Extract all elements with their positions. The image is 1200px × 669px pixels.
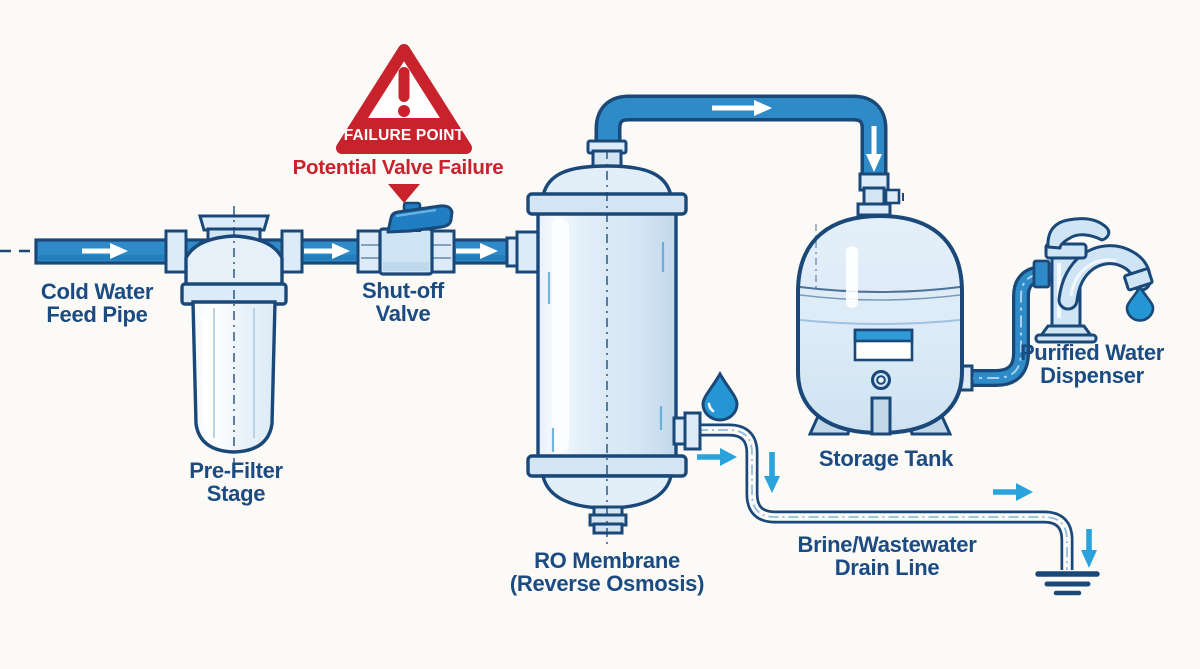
warning-triangle-icon xyxy=(336,44,472,203)
membrane-inlet-flange xyxy=(515,230,540,274)
pre-filter-right-fitting xyxy=(280,229,304,274)
faucet-drop xyxy=(1125,284,1155,322)
flow-arrow-icon xyxy=(697,448,1097,568)
label-line: Shut-off xyxy=(362,278,444,303)
label-line: Drain Line xyxy=(834,555,940,580)
pre-filter-highlight xyxy=(202,315,213,427)
tank-seam-line xyxy=(799,286,961,293)
water-drop-icon xyxy=(701,370,739,422)
pre-filter-left-fitting xyxy=(164,229,188,274)
flow-arrow-icon xyxy=(712,100,882,172)
faucet-spout-highlight xyxy=(1069,258,1117,297)
failure-point-badge-label: FAILURE POINT xyxy=(343,127,465,144)
membrane-drain-drop xyxy=(701,370,739,422)
label-line: Purified Water xyxy=(1019,340,1165,365)
membrane-accent-lines xyxy=(547,242,665,452)
label-line: RO Membrane xyxy=(534,548,680,573)
label-line: Brine/Wastewater xyxy=(797,532,977,557)
membrane-highlight xyxy=(552,218,569,452)
label-cold-water-feed-pipe: Cold Water Feed Pipe xyxy=(40,279,154,327)
label-storage-tank: Storage Tank xyxy=(819,447,953,470)
drain-line-pipe xyxy=(698,423,1100,596)
water-drop-icon xyxy=(1125,284,1155,322)
purified-water-faucet xyxy=(1032,217,1154,344)
label-line: Dispenser xyxy=(1040,363,1144,388)
tank-top-valve-ribs xyxy=(898,192,904,202)
valve-left-nut xyxy=(356,229,384,274)
drop-highlight xyxy=(707,402,715,413)
label-brine-drain-line: Brine/Wastewater Drain Line xyxy=(798,533,977,579)
tank-stand-center-tab xyxy=(870,396,892,436)
warning-caption: Potential Valve Failure xyxy=(292,156,504,179)
valve-body-shade xyxy=(383,262,429,271)
valve-handle-highlight xyxy=(395,208,437,218)
drain-pipe-dashline xyxy=(698,429,1068,570)
tank-seam-line-soft xyxy=(799,319,961,325)
label-line: Storage Tank xyxy=(818,446,954,471)
tank-top-fitting-lip xyxy=(856,202,892,217)
label-shut-off-valve: Shut-off Valve xyxy=(362,279,444,325)
label-line: Cold Water xyxy=(40,279,154,304)
label-purified-water-dispenser: Purified Water Dispenser xyxy=(1020,341,1164,387)
warning-pointer-arrow-icon xyxy=(388,184,420,203)
label-line: Stage xyxy=(206,481,266,506)
faucet-handle xyxy=(1046,217,1111,250)
flow-arrow-icon xyxy=(82,243,498,259)
valve-nut-ridges xyxy=(361,244,451,259)
label-line: (Reverse Osmosis) xyxy=(509,571,705,596)
tank-label-plate-bar xyxy=(853,328,914,343)
tank-top-valve-nub xyxy=(884,188,901,205)
faucet-base-plate xyxy=(1034,333,1098,344)
label-line: Valve xyxy=(375,301,431,326)
label-line: Pre-Filter xyxy=(189,458,283,483)
valve-handle xyxy=(386,204,454,234)
storage-tank xyxy=(796,172,974,436)
membrane-top-dome xyxy=(540,164,674,198)
tank-seam-line xyxy=(799,294,961,301)
shut-off-valve xyxy=(356,201,456,276)
membrane-drain-flange xyxy=(683,411,702,451)
warning-triangle-band xyxy=(346,118,462,150)
tank-port-center xyxy=(876,375,886,385)
membrane-bottom-port-rib xyxy=(592,522,624,535)
faucet-supply-flange xyxy=(1032,259,1051,289)
label-pre-filter-stage: Pre-Filter Stage xyxy=(189,459,283,505)
pre-filter-housing xyxy=(164,206,304,466)
membrane-to-tank-pipe xyxy=(594,94,888,190)
ro-membrane-vessel xyxy=(505,139,702,545)
exclamation-bar xyxy=(398,67,410,102)
ground-drain-icon xyxy=(1035,571,1100,596)
exclamation-dot xyxy=(398,105,410,117)
tank-highlight xyxy=(846,246,858,308)
label-line: Feed Pipe xyxy=(46,302,148,327)
label-ro-membrane: RO Membrane (Reverse Osmosis) xyxy=(509,548,705,596)
